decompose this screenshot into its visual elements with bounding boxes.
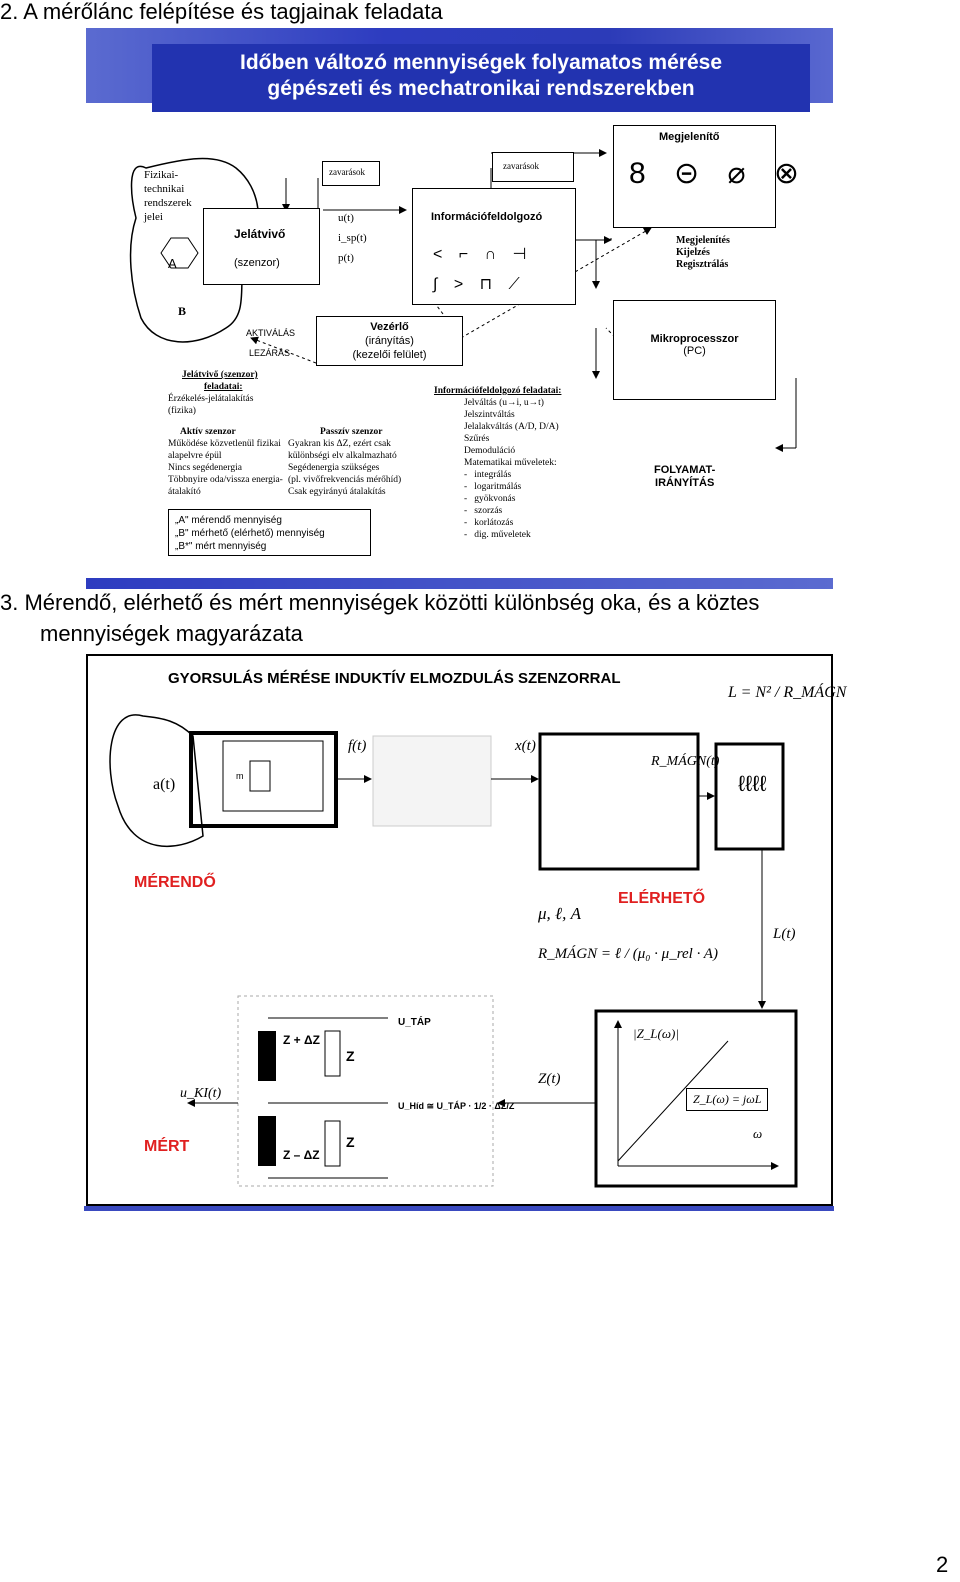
signal-list: u(t)i_sp(t)p(t) bbox=[338, 212, 367, 264]
noise-box-1: zavarások bbox=[322, 161, 380, 186]
u-tap-label: U_TÁP bbox=[398, 1017, 431, 1028]
impedance-formula: Z_L(ω) = jωL bbox=[686, 1088, 769, 1111]
section-3-heading-line-1: 3. Mérendő, elérhető és mért mennyiségek… bbox=[0, 590, 760, 615]
controller-label: Vezérlő bbox=[370, 321, 409, 333]
slide-banner: Időben változó mennyiségek folyamatos mé… bbox=[152, 44, 810, 112]
section-2-heading: 2. A mérőlánc felépítése és tagjainak fe… bbox=[0, 0, 443, 24]
measured-label: MÉRT bbox=[144, 1138, 190, 1155]
node-a-hexagon bbox=[160, 237, 199, 269]
slide2-title: GYORSULÁS MÉRÉSE INDUKTÍV ELMOZDULÁS SZE… bbox=[168, 670, 621, 687]
legend-a: „A" mérendő mennyiség bbox=[175, 515, 282, 526]
z-t-label: Z(t) bbox=[538, 1071, 561, 1087]
measurand-label: MÉRENDŐ bbox=[134, 874, 216, 891]
mass-box-inner bbox=[222, 740, 324, 812]
page-number: 2 bbox=[936, 1552, 949, 1577]
l-t-label: L(t) bbox=[773, 926, 796, 942]
slide-bottom-bar bbox=[86, 578, 833, 589]
node-b-label: B bbox=[178, 304, 187, 318]
f-t-label: f(t) bbox=[348, 738, 367, 754]
coil-icon: ℓℓℓℓ bbox=[738, 771, 767, 796]
spring-box bbox=[372, 735, 492, 827]
legend-bstar: „B*" mért mennyiség bbox=[175, 541, 267, 552]
noise-box-2: zavarások bbox=[492, 152, 574, 182]
banner-line-2: gépészeti és mechatronikai rendszerekben bbox=[267, 77, 695, 100]
processor-box: Információfeldolgozó < ⌐ ∩ ⊣ ∫ > ⊓ ⟋ bbox=[412, 188, 576, 305]
controller-sub-2: (kezelői felület) bbox=[352, 349, 427, 361]
omega-label: ω bbox=[753, 1126, 763, 1141]
bridge-z-bottom: Z bbox=[346, 1134, 355, 1150]
processor-symbols-2: ∫ > ⊓ ⟋ bbox=[433, 276, 526, 293]
mass-label: m bbox=[236, 771, 244, 781]
section-3-heading-line-2: mennyiségek magyarázata bbox=[40, 621, 303, 646]
micro-sub: (PC) bbox=[683, 345, 706, 357]
physical-system-cloud bbox=[129, 157, 259, 343]
active-sensor: Aktív szenzor Működése közvetlenül fizik… bbox=[168, 427, 283, 497]
processor-symbols: < ⌐ ∩ ⊣ bbox=[433, 246, 533, 263]
u-hid-formula: U_Híd ≅ U_TÁP · 1/2 · ΔZ/Z bbox=[398, 1101, 515, 1111]
activation-label: AKTIVÁLÁS bbox=[246, 328, 296, 338]
a-t-label: a(t) bbox=[153, 776, 176, 793]
display-box: Megjelenítő 8 ⊝ ⌀ ⊗ bbox=[613, 125, 799, 228]
deactivation-label: LEZÁRÁS bbox=[249, 348, 291, 358]
display-label: Megjelenítő bbox=[659, 131, 720, 143]
info-tasks: Információfeldolgozó feladatai: Jelváltá… bbox=[434, 386, 562, 540]
slide2-bottom-bar bbox=[84, 1206, 834, 1211]
x-t-label: x(t) bbox=[515, 738, 536, 754]
bridge-z-top: Z bbox=[346, 1048, 355, 1064]
transmitter-box: Jelátvivő (szenzor) bbox=[203, 208, 320, 285]
controller-box: Vezérlő (irányítás) (kezelői felület) bbox=[316, 316, 463, 366]
inductance-formula: L = N² / R_MÁGN bbox=[728, 684, 847, 701]
z-plus-element bbox=[258, 1031, 276, 1081]
display-icons: 8 ⊝ ⌀ ⊗ bbox=[629, 157, 810, 190]
slide-measurement-chain: Időben változó mennyiségek folyamatos mé… bbox=[86, 28, 833, 589]
z-minus-element bbox=[258, 1116, 276, 1166]
controller-sub-1: (irányítás) bbox=[365, 335, 414, 347]
legend-b: „B" mérhető (elérhető) mennyiség bbox=[175, 528, 325, 539]
node-a-label: A bbox=[168, 256, 177, 271]
passive-sensor: Passzív szenzor Gyakran kis ΔZ, ezért cs… bbox=[288, 427, 402, 497]
available-label: ELÉRHETŐ bbox=[618, 890, 706, 907]
reluctance-formula: R_MÁGN = ℓ / (μ₀ · μ_rel · A) bbox=[538, 946, 718, 962]
acceleration-diagram bbox=[109, 714, 798, 1188]
object-cloud bbox=[109, 714, 204, 848]
microprocessor-box: Mikroprocesszor (PC) bbox=[613, 300, 776, 400]
mass-box-outer bbox=[189, 731, 338, 828]
impedance-box bbox=[594, 1009, 798, 1188]
transmitter-label: Jelátvivő bbox=[234, 227, 286, 241]
legend-box: „A" mérendő mennyiség „B" mérhető (elérh… bbox=[168, 509, 371, 556]
displacement-box bbox=[538, 732, 700, 871]
slide-acceleration: GYORSULÁS MÉRÉSE INDUKTÍV ELMOZDULÁS SZE… bbox=[86, 654, 846, 1206]
processor-label: Információfeldolgozó bbox=[431, 211, 543, 223]
params-label: μ, ℓ, A bbox=[538, 904, 581, 923]
process-control: FOLYAMAT-IRÁNYÍTÁS bbox=[654, 464, 716, 489]
banner-line-1: Időben változó mennyiségek folyamatos mé… bbox=[240, 51, 722, 74]
coil-box bbox=[714, 742, 785, 851]
r-magn-label: R_MÁGN(t) bbox=[651, 754, 720, 769]
bridge-z-minus: Z – ΔZ bbox=[283, 1148, 320, 1162]
micro-label: Mikroprocesszor bbox=[650, 333, 739, 345]
sensor-tasks: Jelátvivő (szenzor) feladatai: Érzékelés… bbox=[168, 370, 258, 416]
u-ki-label: u_KI(t) bbox=[180, 1086, 222, 1101]
transmitter-sub: (szenzor) bbox=[234, 257, 280, 269]
impedance-axis-label: |Z_L(ω)| bbox=[633, 1026, 679, 1041]
bridge-z-plus: Z + ΔZ bbox=[283, 1033, 320, 1047]
bridge-box bbox=[237, 995, 494, 1187]
